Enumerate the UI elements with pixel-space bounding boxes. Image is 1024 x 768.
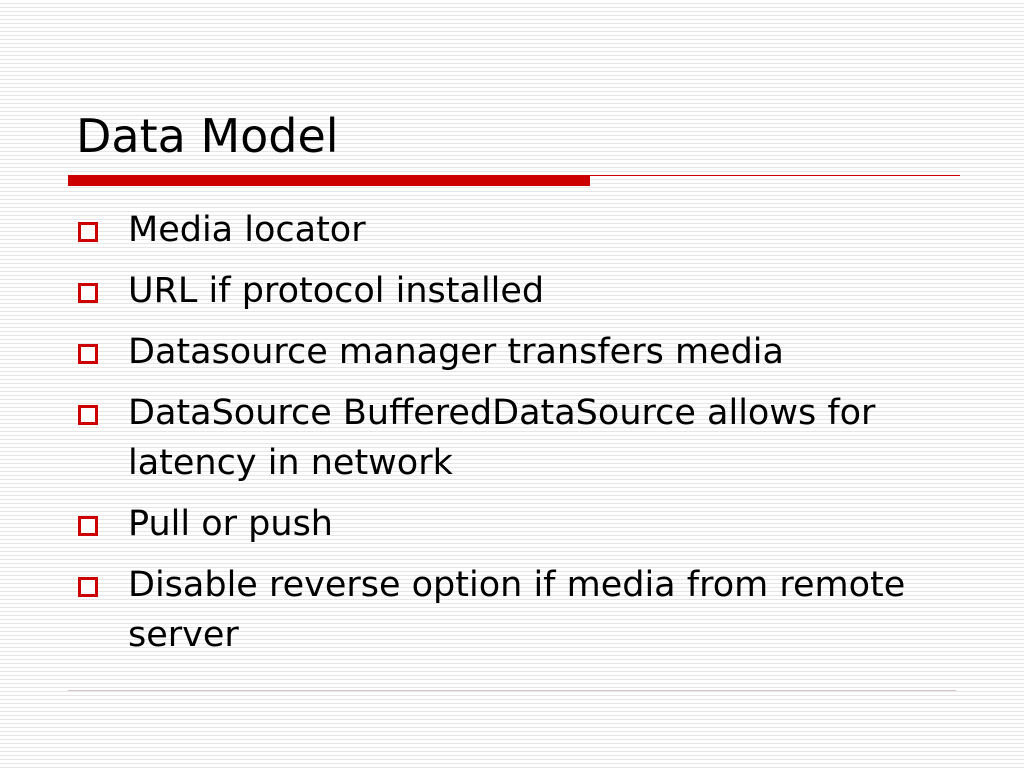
bullet-item: Disable reverse option if media from rem… — [76, 560, 956, 660]
hollow-square-bullet-icon — [78, 222, 98, 242]
bullet-text: DataSource BufferedDataSource allows for… — [128, 393, 876, 483]
bullet-text: Media locator — [128, 210, 366, 250]
hollow-square-bullet-icon — [78, 344, 98, 364]
hollow-square-bullet-icon — [78, 405, 98, 425]
bullet-item: Media locator — [76, 205, 956, 255]
bullet-text: Datasource manager transfers media — [128, 332, 784, 372]
bullet-text: Disable reverse option if media from rem… — [128, 565, 906, 655]
hollow-square-bullet-icon — [78, 516, 98, 536]
bullet-text: Pull or push — [128, 504, 333, 544]
bullet-text: URL if protocol installed — [128, 271, 545, 311]
bullet-item: URL if protocol installed — [76, 266, 956, 316]
hollow-square-bullet-icon — [78, 283, 98, 303]
bullet-item: Pull or push — [76, 499, 956, 549]
title-underline-thick — [68, 175, 590, 186]
hollow-square-bullet-icon — [78, 577, 98, 597]
footer-divider — [68, 690, 956, 691]
bullet-item: Datasource manager transfers media — [76, 327, 956, 377]
bullet-list: Media locator URL if protocol installed … — [76, 205, 956, 671]
slide-title: Data Model — [76, 109, 339, 163]
bullet-item: DataSource BufferedDataSource allows for… — [76, 388, 956, 488]
title-underline-thin — [590, 175, 960, 176]
